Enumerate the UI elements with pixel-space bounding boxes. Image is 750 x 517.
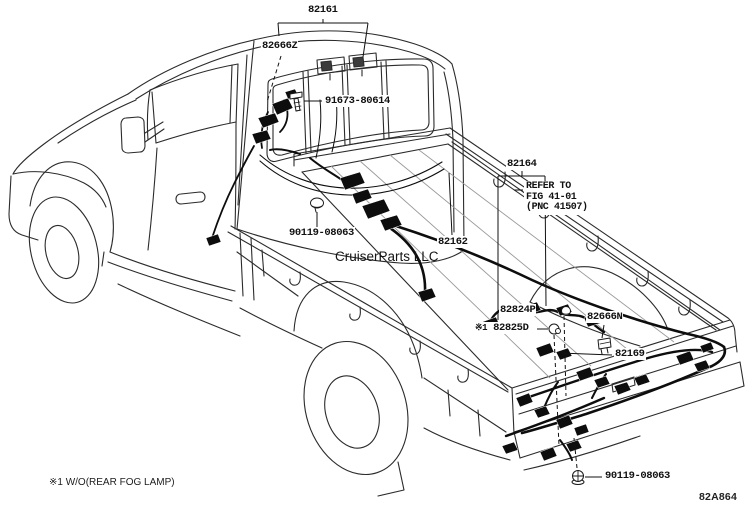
front-wheel: [28, 196, 100, 304]
footnote-rear-fog-lamp: ※1 W/O(REAR FOG LAMP): [49, 477, 175, 488]
connector-82666N-icon: [597, 337, 612, 355]
bracket-82164: [497, 171, 547, 320]
part-label-82824P[interactable]: 82824P: [499, 304, 537, 316]
refer-note-line2: FIG 41-01: [526, 191, 577, 203]
bed-group: [227, 127, 745, 471]
rear-wheel: [303, 340, 409, 476]
part-label-82666N[interactable]: 82666N: [586, 311, 624, 323]
part-label-82162[interactable]: 82162: [437, 236, 469, 248]
part-label-91673-80614[interactable]: 91673-80614: [324, 95, 391, 107]
bracket-82161: [277, 19, 369, 58]
screw-91673-icon: [289, 91, 303, 112]
hardware-glyphs: [289, 91, 612, 485]
part-label-82169[interactable]: 82169: [614, 348, 646, 360]
leader-lines: [266, 19, 613, 478]
cab-group: [8, 30, 465, 337]
part-label-90119-08063-cab[interactable]: 90119-08063: [288, 227, 355, 239]
high-mount-lamp-right: [352, 56, 365, 68]
bed-floor-ribs: [330, 149, 675, 379]
part-label-82825D[interactable]: ※1 82825D: [474, 322, 530, 334]
part-label-82161[interactable]: 82161: [307, 4, 339, 16]
part-number-82825D: 82825D: [493, 322, 529, 334]
grommet-82824P-icon: [561, 306, 571, 316]
refer-note-line1: REFER TO: [526, 181, 571, 192]
harness-connectors: [205, 88, 715, 462]
watermark: CruiserParts LLC: [335, 249, 439, 264]
grommet-90119-cab-icon: [310, 197, 324, 213]
part-label-82666Z[interactable]: 82666Z: [261, 40, 299, 52]
clip-82825D-icon: [548, 323, 561, 335]
wheels-group: [28, 196, 409, 497]
side-mirror: [120, 116, 146, 154]
harness-82162-drop: [388, 226, 427, 294]
footnote-ref-1: ※1: [475, 323, 488, 333]
refer-note-line3: (PNC 41507): [526, 202, 588, 213]
part-label-90119-08063-rear[interactable]: 90119-08063: [604, 470, 671, 482]
part-label-82164[interactable]: 82164: [506, 158, 538, 170]
diagram-code: 82A864: [699, 491, 737, 503]
bolt-90119-rear-icon: [571, 470, 585, 485]
door-handle: [175, 191, 206, 205]
refer-note: REFER TO FIG 41-01 (PNC 41507): [524, 181, 590, 215]
high-mount-lamp-left: [320, 60, 333, 72]
